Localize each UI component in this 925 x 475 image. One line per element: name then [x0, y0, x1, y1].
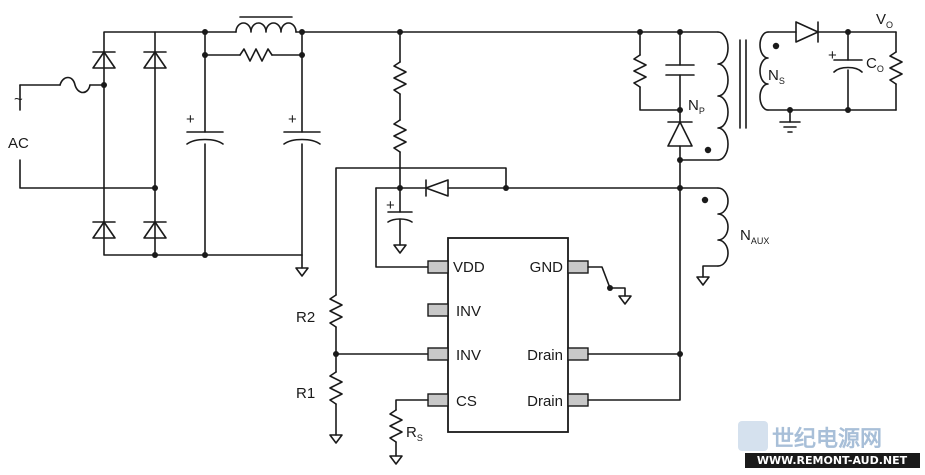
ic-pin-label-drain-bottom: Drain — [527, 393, 563, 410]
output-stage: + CO VO — [767, 11, 903, 133]
ac-tilde-label: ~ — [14, 91, 23, 108]
rcd-snubber — [633, 31, 695, 191]
filter-inductor-symbol — [235, 22, 297, 33]
cap1-plus: + — [186, 111, 195, 128]
watermark: 世纪电源网 WWW.REMONT-AUD.NET — [738, 421, 920, 468]
filter-resistor-symbol — [239, 48, 273, 62]
pi-filter: + + — [152, 16, 401, 277]
co-label: CO — [866, 55, 884, 74]
vo-label: VO — [876, 11, 893, 30]
ic-pin-label-inv-top: INV — [456, 303, 481, 320]
r2-label: R2 — [296, 309, 315, 326]
co-plus: + — [828, 47, 837, 64]
ns-label: NS — [768, 67, 785, 86]
ic-pin-label-drain-top: Drain — [527, 347, 563, 364]
bridge-diode-1 — [92, 51, 116, 69]
primary-winding-symbol — [717, 31, 729, 161]
bridge-diode-3 — [92, 221, 116, 239]
controller-ic: VDD INV INV CS GND Drain Drain — [427, 237, 589, 433]
ic-ground — [587, 266, 632, 305]
pin-drain-bottom — [567, 393, 589, 407]
secondary-winding-symbol — [759, 31, 769, 111]
watermark-cn: 世纪电源网 — [772, 426, 882, 452]
ac-input: ~ AC — [8, 76, 105, 189]
watermark-url: WWW.REMONT-AUD.NET — [757, 454, 908, 467]
clamp-diode-symbol — [667, 121, 693, 147]
feedback-divider: R2 R1 — [296, 294, 429, 444]
bridge-rectifier — [92, 31, 167, 256]
watermark-logo-icon — [738, 421, 768, 451]
pin-drain-top — [567, 347, 589, 361]
pin-vdd — [427, 260, 449, 274]
cap2-plus: + — [288, 111, 297, 128]
watermark-url-bg — [745, 453, 920, 468]
cap3-plus: + — [386, 197, 395, 214]
ic-pin-label-inv-bottom: INV — [456, 347, 481, 364]
flyback-transformer: NP NS NAUX — [679, 31, 785, 286]
rs-label: RS — [406, 424, 423, 443]
startup-resistors — [393, 31, 407, 191]
pin-inv-top — [427, 303, 449, 317]
sense-resistor: RS — [389, 399, 429, 465]
bridge-diode-4 — [143, 221, 167, 239]
ic-pin-label-cs: CS — [456, 393, 477, 410]
r1-label: R1 — [296, 385, 315, 402]
pin-gnd — [567, 260, 589, 274]
ic-pin-label-gnd: GND — [530, 259, 564, 276]
drain-net — [587, 159, 683, 401]
np-label: NP — [688, 97, 705, 116]
fuse-symbol — [59, 76, 91, 94]
output-diode-symbol — [795, 21, 819, 43]
vdd-network: + — [335, 167, 681, 296]
pin-inv-bottom — [427, 347, 449, 361]
pin-cs — [427, 393, 449, 407]
aux-diode-symbol — [425, 179, 449, 197]
ac-label: AC — [8, 135, 29, 152]
aux-winding-symbol — [717, 187, 729, 267]
bridge-diode-2 — [143, 51, 167, 69]
ic-pin-label-vdd: VDD — [453, 259, 485, 276]
naux-label: NAUX — [740, 227, 769, 246]
